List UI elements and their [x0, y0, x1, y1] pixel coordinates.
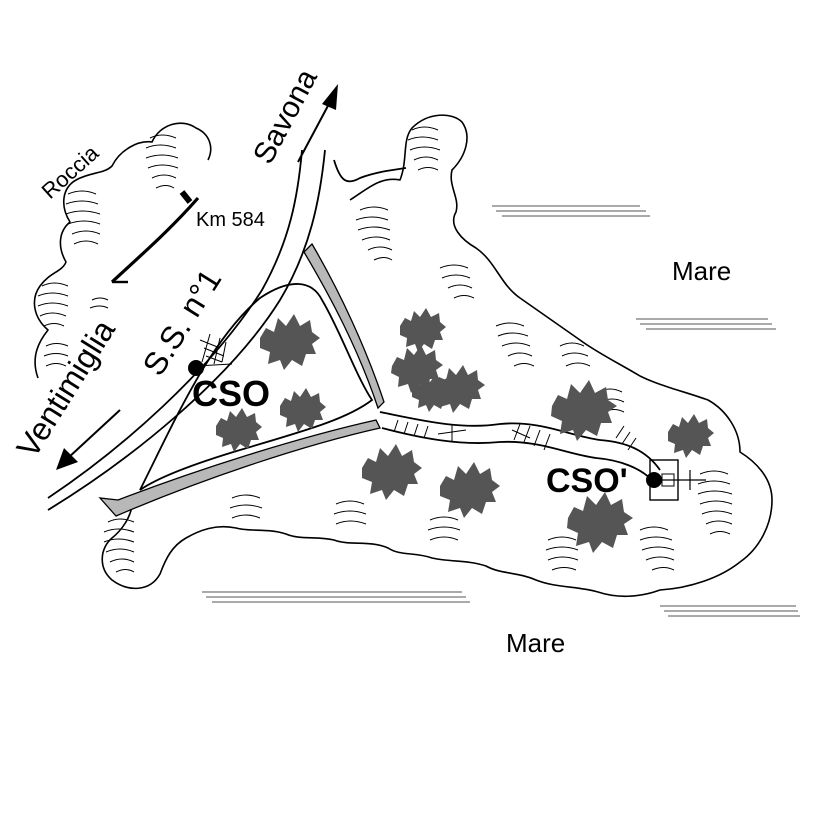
label-cso-prime: CSO'	[546, 462, 628, 500]
tree	[551, 380, 617, 441]
km-marker	[110, 190, 200, 284]
label-mare-top: Mare	[672, 256, 731, 286]
tree	[362, 444, 422, 500]
tree	[412, 374, 454, 412]
tree	[400, 308, 446, 352]
cso-prime-point: CSO'	[546, 459, 706, 501]
tree-cluster	[216, 308, 714, 553]
tree	[567, 492, 633, 553]
peninsula-coast	[101, 114, 773, 598]
tree	[216, 408, 262, 452]
inner-zone	[139, 283, 374, 491]
footpaths	[98, 242, 385, 517]
sea-lines	[202, 205, 800, 617]
tree	[440, 462, 500, 518]
outfall-channel	[379, 411, 661, 481]
tree	[260, 314, 320, 370]
tree	[391, 345, 443, 393]
label-mare-bottom: Mare	[506, 628, 565, 658]
arrow-savona	[297, 84, 338, 163]
label-ventimiglia: Ventimiglia	[9, 313, 122, 463]
rocky-hillside-left	[33, 122, 212, 379]
label-cso: CSO	[192, 373, 270, 414]
cso-point: CSO	[188, 333, 270, 414]
arrow-ventimiglia	[56, 409, 121, 470]
label-km: Km 584	[196, 209, 265, 231]
main-road-ss1	[47, 149, 407, 511]
tree	[280, 388, 326, 432]
label-roccia: Roccia	[37, 140, 104, 204]
tree	[668, 414, 714, 458]
label-savona: Savona	[247, 64, 324, 170]
